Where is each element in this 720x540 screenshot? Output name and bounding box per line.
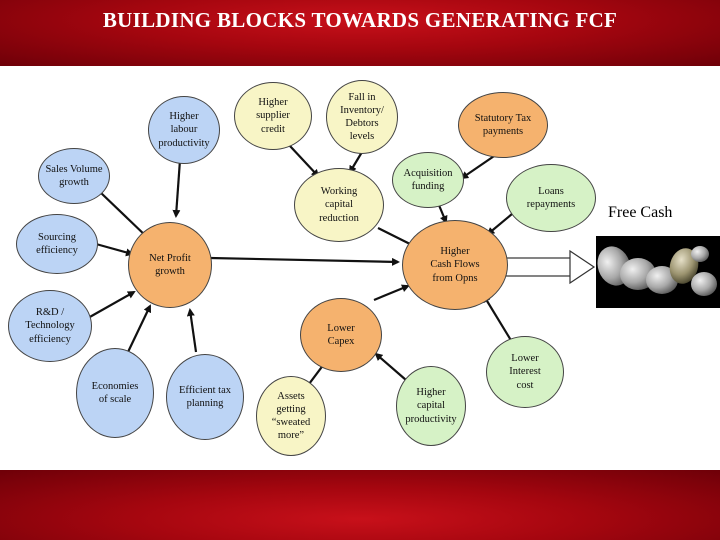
node-higher-capital-productivity: Higher capital productivity <box>396 366 466 446</box>
node-statutory-tax-payments: Statutory Tax payments <box>458 92 548 158</box>
arrow-economies-to-netprofit <box>127 304 152 353</box>
arrow-capital-to-capex <box>374 352 407 381</box>
slide-title: BUILDING BLOCKS TOWARDS GENERATING FCF <box>102 8 618 32</box>
title-band <box>0 0 720 66</box>
node-efficient-tax-planning: Efficient tax planning <box>166 354 244 440</box>
footer-band <box>0 470 720 540</box>
node-higher-supplier-credit: Higher supplier credit <box>234 82 312 150</box>
arrow-rnd-to-netprofit <box>87 291 136 319</box>
node-higher-cash-flows: Higher Cash Flows from Opns <box>402 220 508 310</box>
node-higher-labour-productivity: Higher labour productivity <box>148 96 220 164</box>
arrow-to-free-cash <box>504 249 596 285</box>
arrow-sourcing-to-netprofit <box>95 242 134 257</box>
node-economies-of-scale: Economies of scale <box>76 348 154 438</box>
arrow-interest-to-cashflows <box>482 294 513 343</box>
node-acquisition-funding: Acquisition funding <box>392 152 464 208</box>
node-loans-repayments: Loans repayments <box>506 164 596 232</box>
node-assets-sweated-more: Assets getting “sweated more” <box>256 376 326 456</box>
arrow-efficienttax-to-netprofit <box>186 308 198 353</box>
node-rnd-technology-efficiency: R&D / Technology efficiency <box>8 290 92 362</box>
arrow-netprofit-to-cashflows <box>209 256 400 266</box>
arrow-supplier-to-working <box>289 145 320 178</box>
node-net-profit-growth: Net Profit growth <box>128 222 212 308</box>
node-fall-in-inventory: Fall in Inventory/ Debtors levels <box>326 80 398 154</box>
arrow-labour-to-netprofit <box>172 159 182 218</box>
node-lower-capex: Lower Capex <box>300 298 382 372</box>
free-cash-label: Free Cash <box>608 204 673 221</box>
arrow-capex-to-cashflows <box>373 284 410 302</box>
node-sourcing-efficiency: Sourcing efficiency <box>16 214 98 274</box>
arrow-sales-to-netprofit <box>99 191 150 240</box>
node-sales-volume-growth: Sales Volume growth <box>38 148 110 204</box>
node-lower-interest-cost: Lower Interest cost <box>486 336 564 408</box>
coins-image <box>596 236 720 308</box>
node-working-capital-reduction: Working capital reduction <box>294 168 384 242</box>
